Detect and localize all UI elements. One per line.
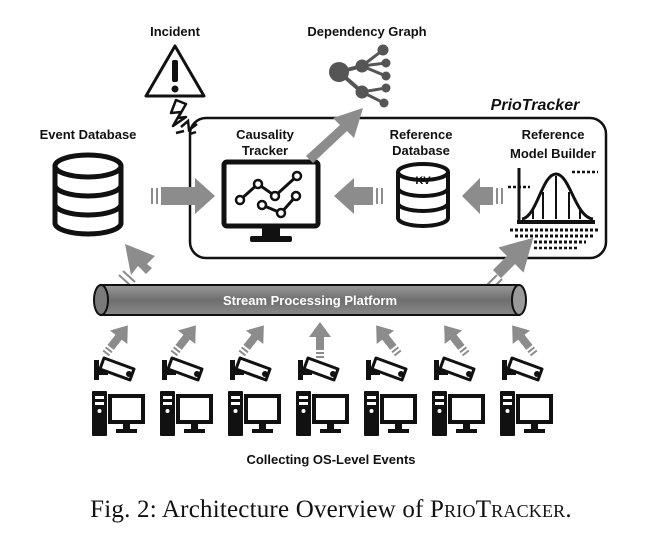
desktop-computer-icon [92,391,145,436]
host-arrow [376,325,402,357]
distribution-curve-icon [508,168,600,250]
causality-tracker-label-1: Causality [236,127,295,142]
security-camera-icon [162,356,204,382]
stream-processing-pipe [93,284,527,316]
desktop-computer-icon [432,391,485,436]
kv-label: KV [415,175,431,187]
caption-system-name: PrioTracker [430,496,566,523]
host-arrow [309,322,331,358]
host-6 [432,325,485,436]
stream-processing-label: Stream Processing Platform [223,293,397,308]
arrow-refdb-to-tracker [334,178,383,214]
security-camera-icon [434,356,476,382]
event-database-label: Event Database [40,127,137,142]
priotracker-title: PrioTracker [491,97,580,114]
arrow-pipe-to-builder [486,237,534,290]
host-7 [500,325,553,436]
reference-database-icon [396,162,450,228]
host-arrow [512,325,538,357]
security-camera-icon [298,356,340,382]
figure-caption: Fig. 2: Architecture Overview of PrioTra… [0,496,662,524]
monitor-chart-icon [221,159,321,242]
arrow-builder-to-refdb [462,178,503,214]
arrow-tracker-to-graph [306,108,363,163]
reference-database-label-1: Reference [390,127,453,142]
desktop-computer-icon [500,391,553,436]
desktop-computer-icon [296,391,349,436]
security-camera-icon [366,356,408,382]
caption-prefix: Fig. 2: Architecture Overview of [90,496,430,523]
host-arrow [102,325,128,357]
event-database-icon [52,152,124,237]
lightning-icon [169,98,188,128]
desktop-computer-icon [364,391,417,436]
host-arrow [238,325,264,357]
architecture-diagram: Incident Dependency Graph PrioTracker Ev… [40,24,608,467]
arrow-eventdb-to-tracker [151,178,215,214]
host-4 [296,322,349,436]
causality-tracker-label-2: Tracker [242,143,288,158]
host-1 [92,325,145,436]
host-group [92,322,553,436]
dependency-graph-icon [329,44,391,108]
security-camera-icon [94,356,136,382]
host-arrow [170,325,196,357]
arrow-pipe-to-eventdb [118,244,155,287]
security-camera-icon [230,356,272,382]
reference-model-builder-label-2: Model Builder [510,146,596,161]
warning-icon [144,44,206,98]
dependency-graph-label: Dependency Graph [307,24,426,39]
host-2 [160,325,213,436]
reference-model-builder-label-1: Reference [522,127,585,142]
incident-label: Incident [150,24,201,39]
caption-suffix: . [565,496,572,523]
collecting-events-label: Collecting OS-Level Events [246,452,415,467]
security-camera-icon [502,356,544,382]
host-5 [364,325,417,436]
host-arrow [444,325,470,357]
host-3 [228,325,281,436]
desktop-computer-icon [228,391,281,436]
desktop-computer-icon [160,391,213,436]
reference-database-label-2: Database [392,143,450,158]
